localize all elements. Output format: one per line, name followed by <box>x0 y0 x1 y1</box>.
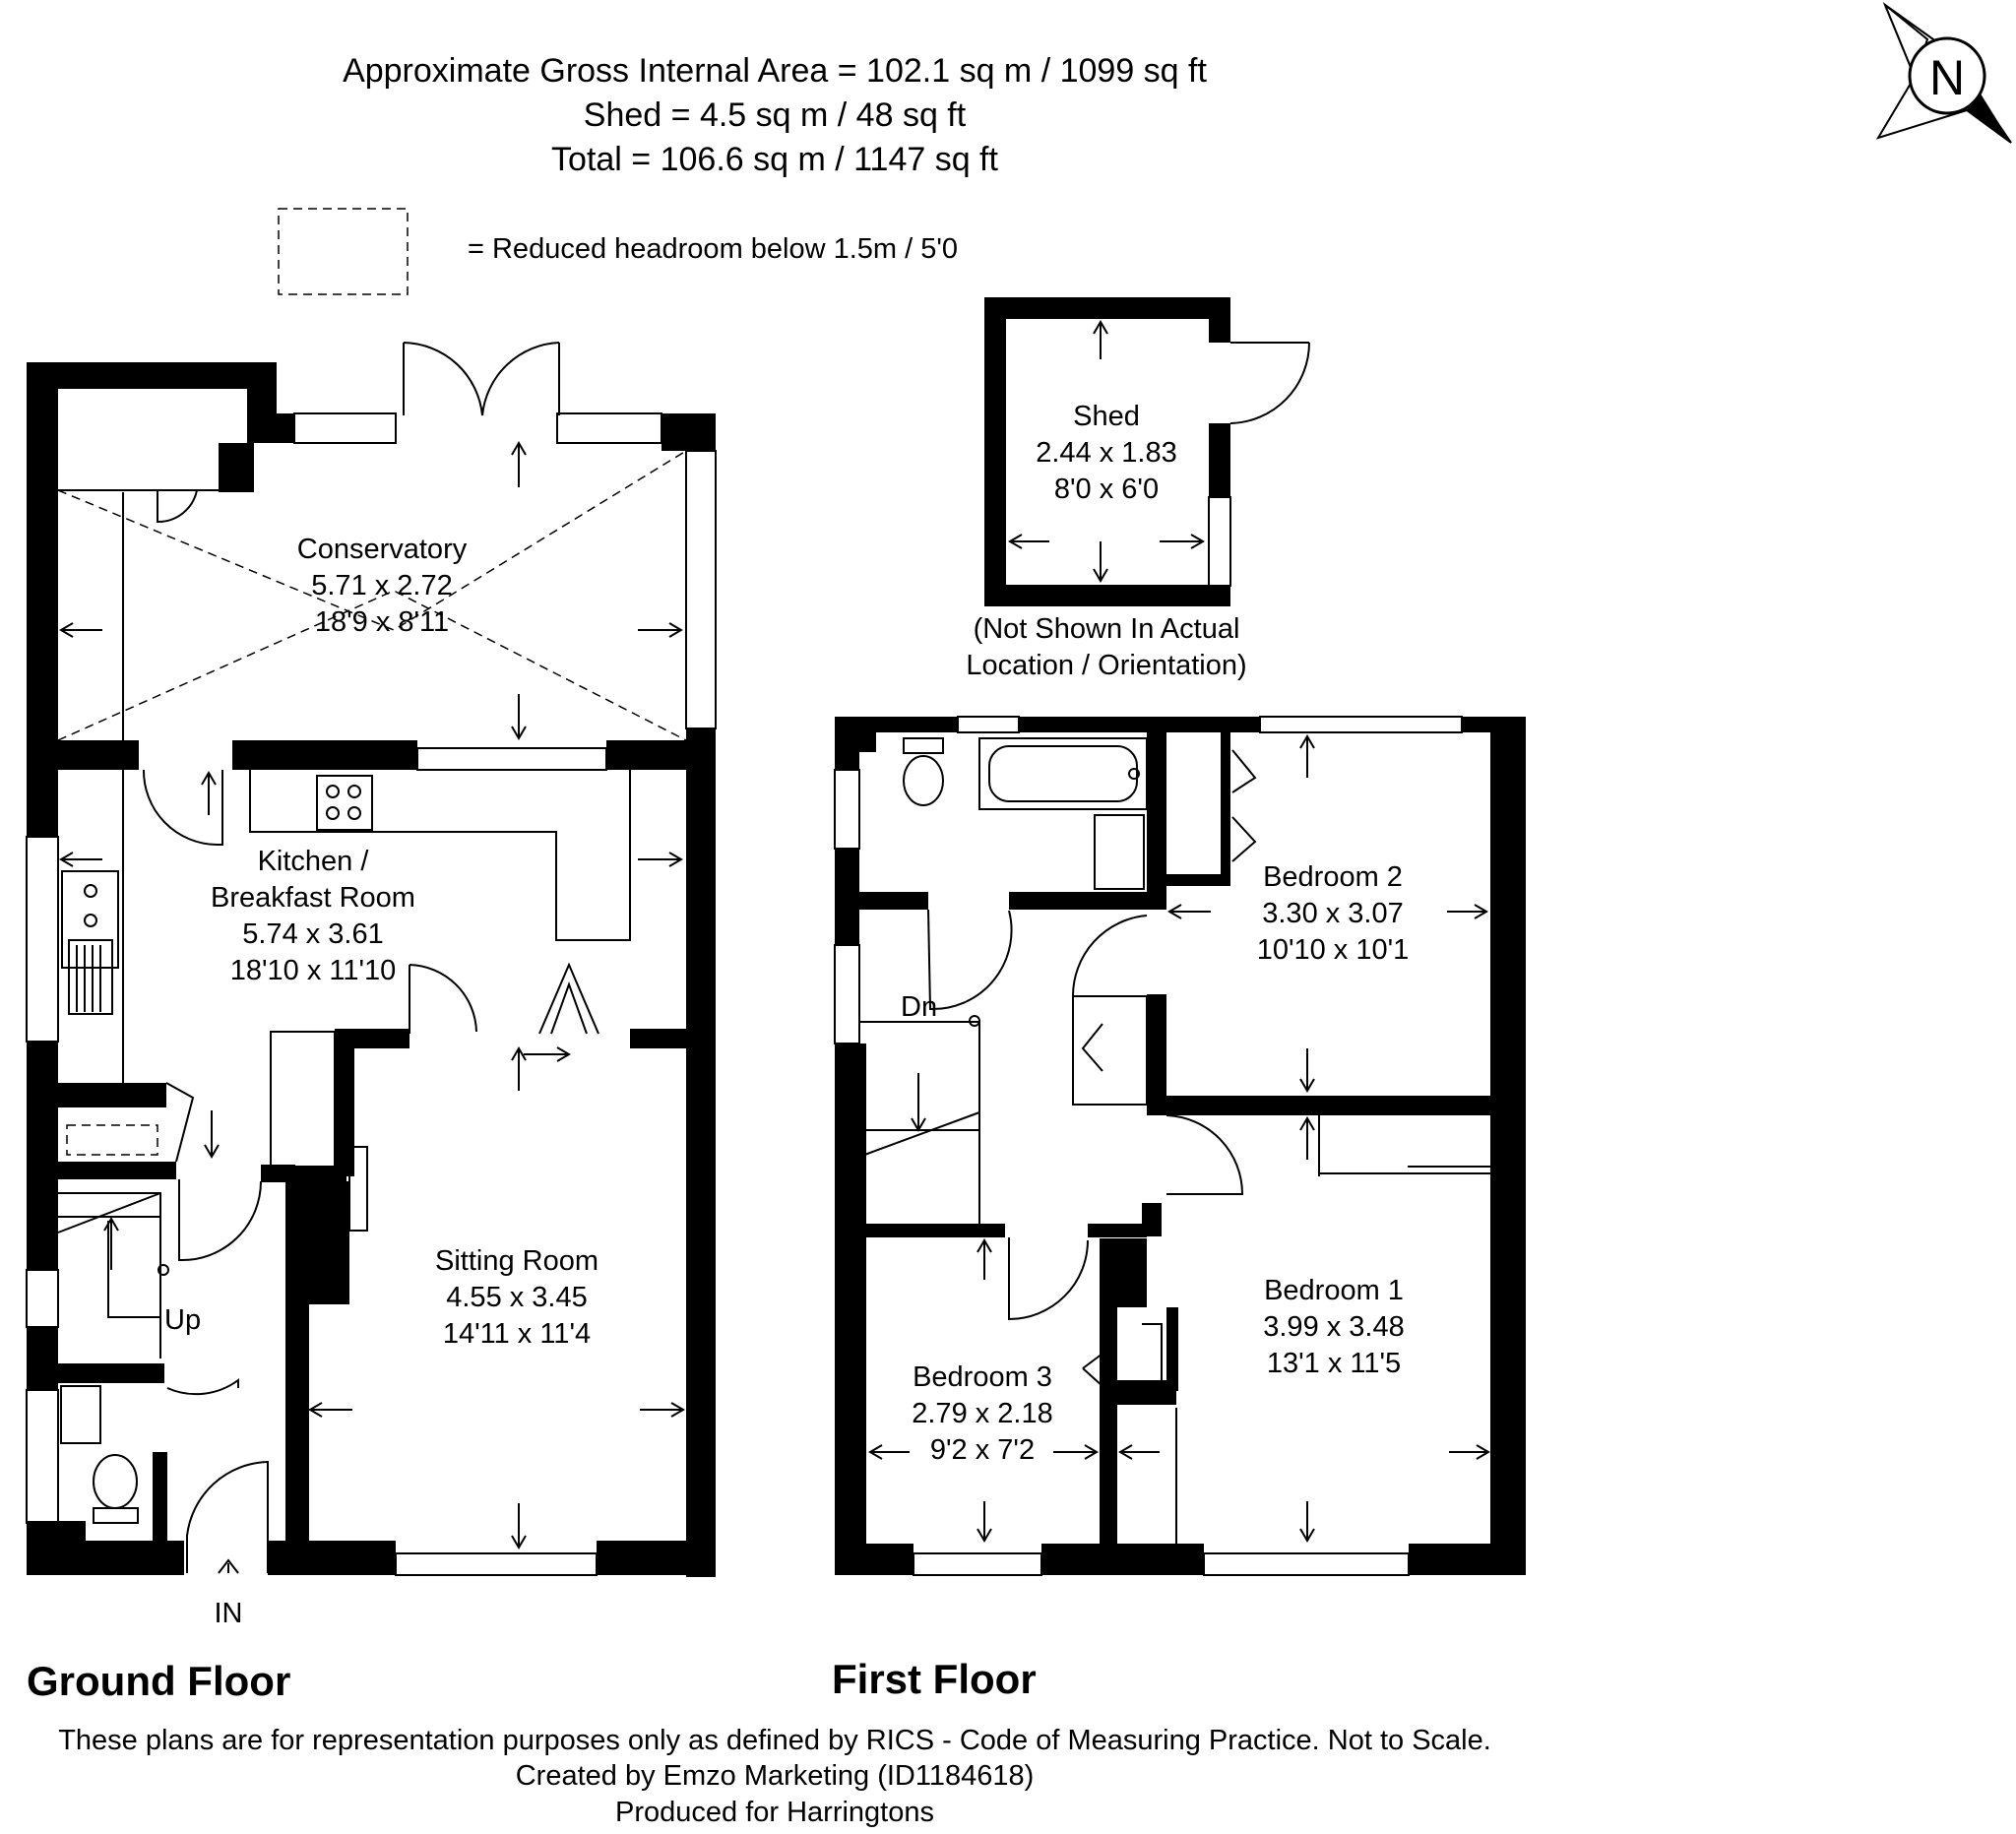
first-floor-plan: Dn <box>832 716 1526 1702</box>
shed-size-metric: 2.44 x 1.83 <box>1036 437 1177 469</box>
room-size-metric: 4.55 x 3.45 <box>446 1282 588 1313</box>
toilet-icon <box>903 755 944 806</box>
room-size-imperial: 18'9 x 8'11 <box>315 606 449 638</box>
room-name: Bedroom 1 <box>1264 1275 1404 1306</box>
room-bedroom-3: Bedroom 3 2.79 x 2.18 9'2 x 7'2 <box>912 1361 1053 1466</box>
legend-dashed-box <box>278 208 409 295</box>
room-bedroom-2: Bedroom 2 3.30 x 3.07 10'10 x 10'1 <box>1257 861 1410 966</box>
footer-disclaimer: These plans are for representation purpo… <box>58 1725 1491 1756</box>
room-size-imperial: 18'10 x 11'10 <box>230 955 397 986</box>
footer-produced-for: Produced for Harringtons <box>615 1797 934 1828</box>
room-size-metric: 5.71 x 2.72 <box>311 570 453 601</box>
room-size-imperial: 14'11 x 11'4 <box>443 1318 591 1350</box>
room-name: Kitchen / <box>258 846 370 877</box>
room-size-metric: 3.99 x 3.48 <box>1263 1311 1405 1343</box>
shed-note-line2: Location / Orientation) <box>966 650 1246 681</box>
entrance-arrow-icon <box>218 1558 239 1574</box>
room-size-imperial: 10'10 x 10'1 <box>1257 934 1410 966</box>
room-size-metric: 3.30 x 3.07 <box>1262 898 1404 929</box>
dimension-arrows <box>59 441 685 1549</box>
room-name: Conservatory <box>297 534 468 565</box>
room-conservatory: Conservatory 5.71 x 2.72 18'9 x 8'11 <box>297 534 468 638</box>
first-floor-dimension-arrows <box>868 734 1490 1543</box>
room-bedroom-1: Bedroom 1 3.99 x 3.48 13'1 x 11'5 <box>1263 1275 1405 1379</box>
first-floor-title: First Floor <box>832 1656 1037 1702</box>
room-name-line2: Breakfast Room <box>211 882 415 914</box>
bathroom-sink-icon <box>1094 814 1145 890</box>
room-name: Bedroom 2 <box>1263 861 1403 893</box>
sink-icon <box>61 870 119 969</box>
room-kitchen-breakfast: Kitchen / Breakfast Room 5.74 x 3.61 18'… <box>211 846 415 986</box>
stairs-down-label: Dn <box>901 991 937 1023</box>
area-line-total: Total = 106.6 sq m / 1147 sq ft <box>551 141 998 178</box>
shed-plan: Shed 2.44 x 1.83 8'0 x 6'0 (Not Shown In… <box>966 297 1310 681</box>
room-size-metric: 2.79 x 2.18 <box>912 1398 1053 1429</box>
shed-dimension-arrows <box>1008 320 1205 583</box>
room-size-imperial: 9'2 x 7'2 <box>930 1434 1035 1466</box>
room-size-imperial: 13'1 x 11'5 <box>1267 1348 1401 1379</box>
headroom-legend: = Reduced headroom below 1.5m / 5'0 <box>278 208 958 295</box>
entrance-label: IN <box>215 1598 243 1629</box>
footer-created-by: Created by Emzo Marketing (ID1184618) <box>516 1760 1035 1792</box>
shed-name: Shed <box>1073 401 1140 432</box>
shed-size-imperial: 8'0 x 6'0 <box>1054 474 1159 505</box>
area-line-shed: Shed = 4.5 sq m / 48 sq ft <box>584 96 967 134</box>
room-name: Sitting Room <box>435 1245 598 1277</box>
ground-floor-title: Ground Floor <box>27 1658 290 1704</box>
room-size-metric: 5.74 x 3.61 <box>242 918 384 950</box>
room-name: Bedroom 3 <box>913 1361 1052 1393</box>
stairs-up-label: Up <box>164 1304 201 1336</box>
hob-icon <box>316 775 373 831</box>
area-summary: Approximate Gross Internal Area = 102.1 … <box>343 52 1207 178</box>
room-sitting-room: Sitting Room 4.55 x 3.45 14'11 x 11'4 <box>435 1245 598 1350</box>
ground-floor-plan: IN Up Conservatory 5.71 x 2.72 18'9 x 8'… <box>26 342 717 1704</box>
wc-basin-icon <box>60 1385 101 1444</box>
disclaimer-footer: These plans are for representation purpo… <box>58 1725 1491 1828</box>
area-line-internal: Approximate Gross Internal Area = 102.1 … <box>343 52 1207 90</box>
compass-ring <box>1908 36 1986 115</box>
bathtub-icon <box>978 737 1148 810</box>
shed-note-line1: (Not Shown In Actual <box>974 613 1240 645</box>
north-compass-icon: N <box>1875 2 2012 144</box>
compass-label: N <box>1929 50 1965 105</box>
toilet-icon <box>93 1454 138 1509</box>
legend-text: = Reduced headroom below 1.5m / 5'0 <box>468 233 958 265</box>
